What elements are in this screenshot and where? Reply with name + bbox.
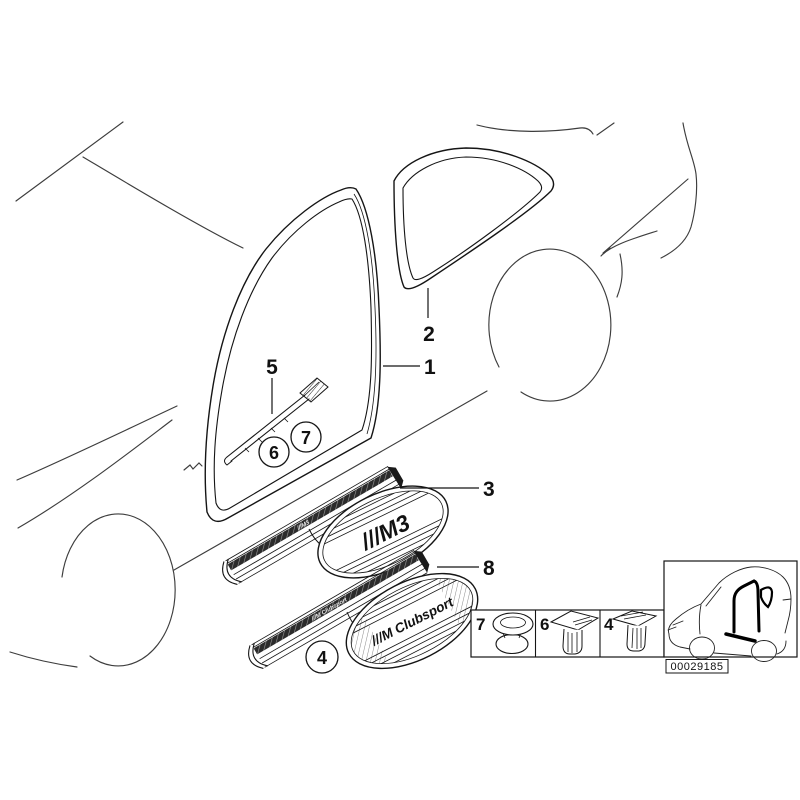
callout-1-label: 1 (424, 356, 436, 379)
callout-5: 5 (266, 356, 278, 414)
door-clip-icon (549, 610, 600, 655)
front-wheel-arch (61, 513, 176, 667)
trim-end-cap (299, 377, 329, 403)
legend-6-label: 6 (540, 615, 549, 634)
clubsport-emblem-oval: ///M Clubsport (337, 560, 487, 682)
callout-3: 3 (400, 478, 495, 501)
legend-4-label: 4 (604, 615, 614, 634)
callout-6-label: 6 (269, 443, 279, 463)
quarter-window-seal-part2 (393, 147, 555, 290)
legend-cell-6: 6 (540, 610, 600, 655)
inset-car-outline (667, 566, 792, 662)
legend-7-label: 7 (476, 615, 485, 634)
legend-cell-7: 7 (476, 612, 534, 655)
sill-strip-lines (225, 465, 402, 584)
callout-2-label: 2 (423, 323, 435, 346)
rocker-line (173, 390, 488, 571)
hinge-mark (183, 462, 203, 471)
car-location-inset (663, 560, 798, 662)
grommet-icon (492, 612, 534, 655)
entrance-trim-part5 (224, 377, 329, 466)
callout-7-label: 7 (301, 428, 311, 448)
oval8-texture (337, 560, 487, 682)
callout-5-label: 5 (266, 356, 278, 379)
fastener-legend-box: 7 6 4 (470, 609, 665, 658)
diagram-number: 00029185 (671, 661, 724, 673)
m3-emblem-oval: ///M3 (310, 473, 456, 591)
callout-2: 2 (423, 288, 435, 346)
front-door-seal-part1 (204, 187, 381, 523)
callout-4-label: 4 (317, 648, 327, 668)
callout-3-label: 3 (483, 478, 495, 501)
legend-cell-4: 4 (604, 610, 658, 652)
callout-1: 1 (383, 356, 436, 379)
callout-8: 8 (437, 557, 495, 580)
callout-8-label: 8 (483, 557, 495, 580)
rear-wheel-arch (488, 248, 612, 402)
callout-6: 6 (258, 436, 290, 468)
sill-clip-icon (611, 610, 658, 652)
strip-end (387, 466, 404, 489)
callout-7: 7 (290, 421, 322, 453)
diagram-number-box: 00029185 (665, 659, 729, 674)
callout-4: 4 (305, 640, 339, 674)
strip-end (413, 550, 430, 573)
inset-highlighted-seal (724, 579, 774, 643)
car-body-outline (9, 121, 698, 668)
